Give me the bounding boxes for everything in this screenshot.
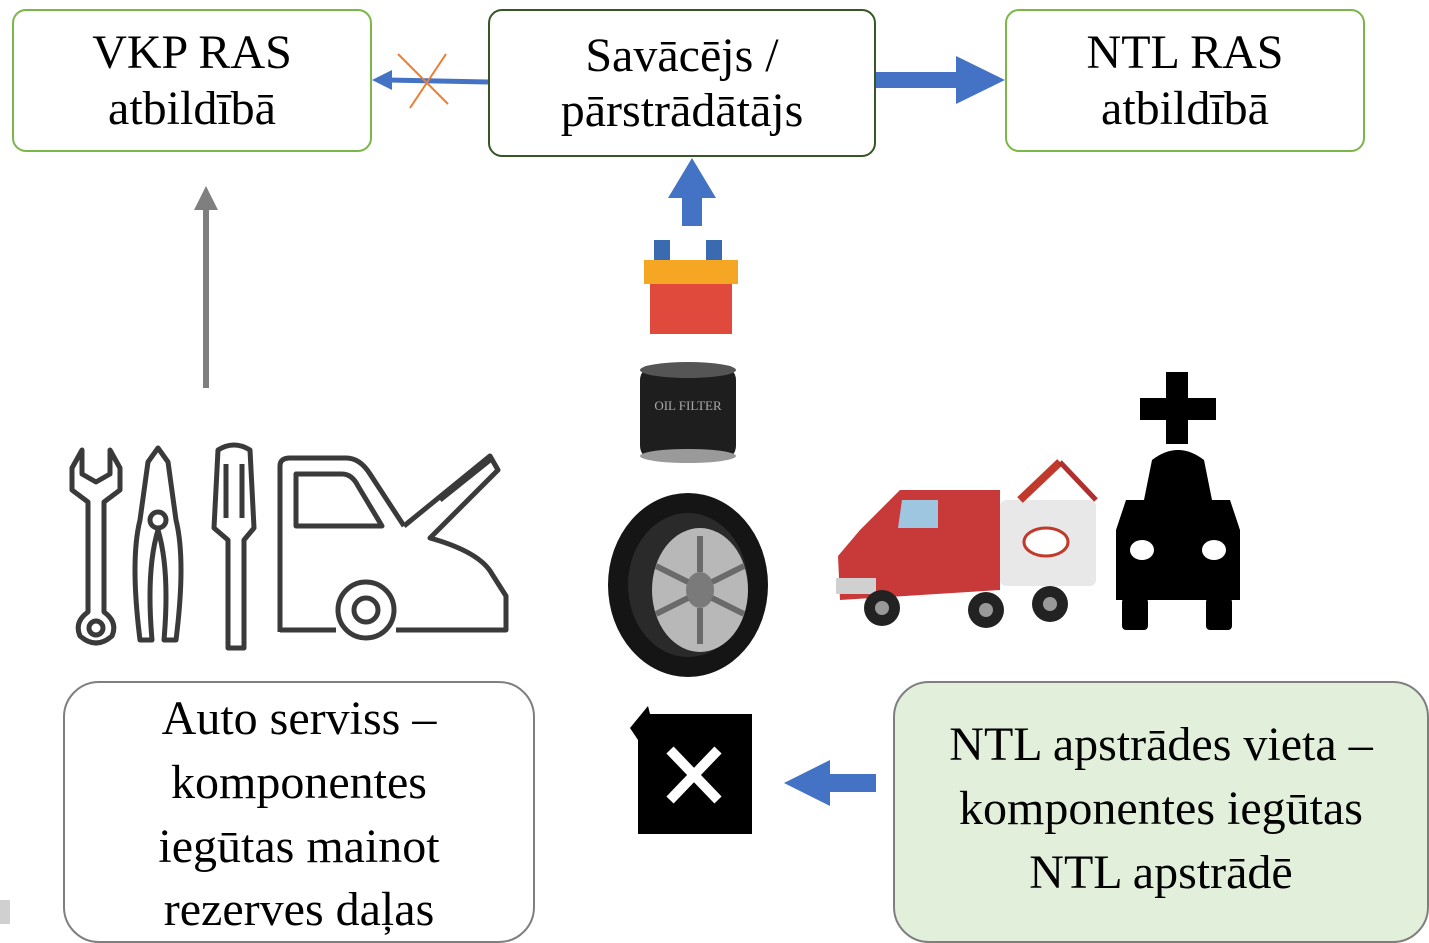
logo-fragment xyxy=(0,900,10,924)
tire-icon xyxy=(608,493,768,677)
collector-box: Savācējs / pārstrādātājs xyxy=(488,9,876,157)
fuel-canister-icon xyxy=(630,706,752,834)
collector-line1: Savācējs / xyxy=(585,28,779,82)
ntl-site-to-components-arrow xyxy=(784,760,876,806)
vkp-ras-title: VKP RAS xyxy=(92,26,292,80)
auto-service-line2: komponentes xyxy=(171,755,427,809)
tools-car-repair-icon xyxy=(69,442,509,651)
components-to-collector-arrow xyxy=(668,158,716,226)
cross-icon xyxy=(397,53,449,109)
svg-text:OIL FILTER: OIL FILTER xyxy=(654,398,722,413)
auto-service-box: Auto serviss – komponentes iegūtas maino… xyxy=(63,681,535,943)
vkp-ras-subtitle: atbildībā xyxy=(108,81,276,135)
auto-service-line3: iegūtas mainot xyxy=(158,819,440,873)
tow-truck-icon xyxy=(836,459,1098,628)
ntl-ras-box: NTL RAS atbildībā xyxy=(1005,9,1365,152)
ntl-site-box: NTL apstrādes vieta – komponentes iegūta… xyxy=(893,681,1429,943)
service-to-vkp-arrow xyxy=(194,186,218,388)
vkp-ras-box: VKP RAS atbildībā xyxy=(12,9,372,152)
oil-filter-icon: OIL FILTER xyxy=(640,362,736,463)
ntl-site-line3: NTL apstrādē xyxy=(1029,845,1293,899)
battery-icon xyxy=(644,240,738,334)
ntl-site-line1: NTL apstrādes vieta – xyxy=(949,718,1373,771)
car-medical-icon xyxy=(1116,372,1240,630)
collector-to-vkp-arrow xyxy=(372,70,489,90)
collector-line2: pārstrādātājs xyxy=(560,84,804,137)
ntl-ras-title: NTL RAS xyxy=(1086,26,1284,80)
auto-service-line1: Auto serviss – xyxy=(161,692,437,745)
ntl-site-line2: komponentes iegūtas xyxy=(959,781,1363,835)
ntl-ras-subtitle: atbildībā xyxy=(1101,81,1269,135)
collector-to-ntl-arrow xyxy=(876,56,1005,104)
auto-service-line4: rezerves daļas xyxy=(163,883,435,937)
